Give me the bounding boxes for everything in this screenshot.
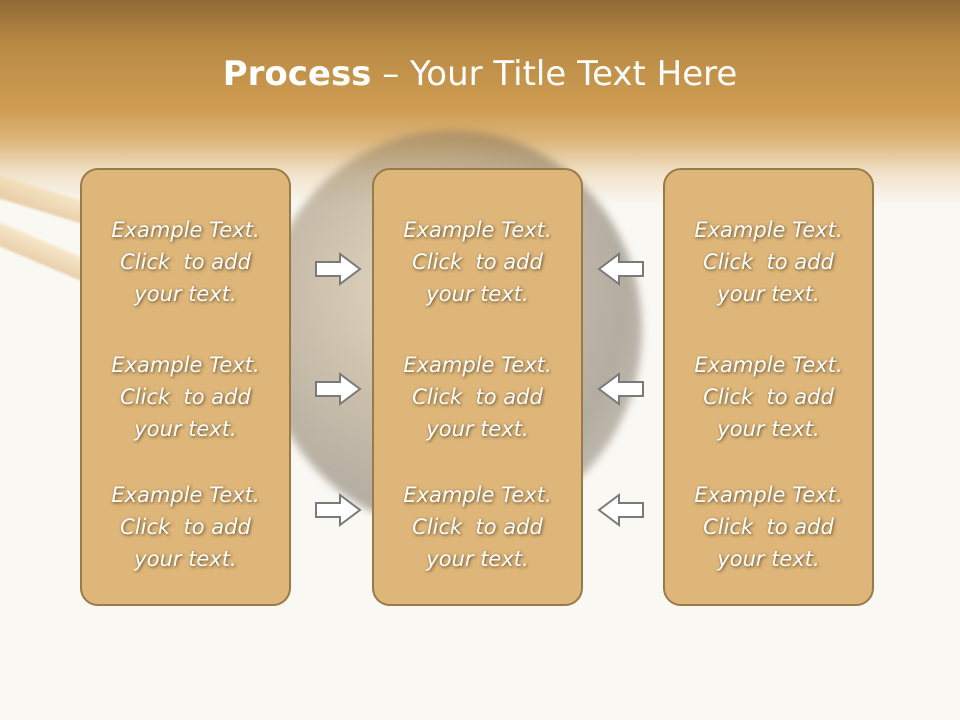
title-rest: – Your Title Text Here <box>371 54 738 94</box>
text-line: Click to add <box>412 385 543 409</box>
text-block[interactable]: Example Text. Click to add your text. <box>665 479 872 575</box>
text-block[interactable]: Example Text. Click to add your text. <box>665 214 872 310</box>
text-line: Click to add <box>703 385 834 409</box>
text-line: Example Text. <box>111 353 260 377</box>
text-line: your text. <box>134 417 237 441</box>
text-line: Click to add <box>703 515 834 539</box>
slide-title[interactable]: Process – Your Title Text Here <box>0 50 960 98</box>
arrow-right-icon <box>315 372 362 406</box>
text-line: Click to add <box>412 250 543 274</box>
text-line: Example Text. <box>403 483 552 507</box>
text-line: your text. <box>134 547 237 571</box>
text-line: Click to add <box>120 250 251 274</box>
text-block[interactable]: Example Text. Click to add your text. <box>374 214 581 310</box>
text-line: your text. <box>134 282 237 306</box>
arrow-left-icon <box>597 252 644 286</box>
process-box-right[interactable]: Example Text. Click to add your text. Ex… <box>663 168 874 606</box>
text-block[interactable]: Example Text. Click to add your text. <box>82 349 289 445</box>
text-line: Click to add <box>120 385 251 409</box>
process-box-center[interactable]: Example Text. Click to add your text. Ex… <box>372 168 583 606</box>
text-line: Click to add <box>120 515 251 539</box>
text-line: Example Text. <box>403 218 552 242</box>
text-block[interactable]: Example Text. Click to add your text. <box>82 214 289 310</box>
text-line: your text. <box>717 282 820 306</box>
arrow-left-icon <box>597 372 644 406</box>
arrow-right-icon <box>315 252 362 286</box>
text-line: Example Text. <box>403 353 552 377</box>
text-line: Example Text. <box>694 218 843 242</box>
title-bold: Process <box>222 54 372 94</box>
arrow-left-icon <box>597 493 644 527</box>
text-line: Click to add <box>412 515 543 539</box>
text-line: Example Text. <box>694 353 843 377</box>
text-line: your text. <box>426 547 529 571</box>
arrow-right-icon <box>315 493 362 527</box>
text-block[interactable]: Example Text. Click to add your text. <box>374 349 581 445</box>
text-block[interactable]: Example Text. Click to add your text. <box>374 479 581 575</box>
text-line: Click to add <box>703 250 834 274</box>
text-line: your text. <box>426 417 529 441</box>
text-line: your text. <box>717 547 820 571</box>
text-line: Example Text. <box>111 483 260 507</box>
text-line: Example Text. <box>694 483 843 507</box>
text-line: Example Text. <box>111 218 260 242</box>
text-line: your text. <box>717 417 820 441</box>
text-block[interactable]: Example Text. Click to add your text. <box>82 479 289 575</box>
process-box-left[interactable]: Example Text. Click to add your text. Ex… <box>80 168 291 606</box>
text-block[interactable]: Example Text. Click to add your text. <box>665 349 872 445</box>
text-line: your text. <box>426 282 529 306</box>
